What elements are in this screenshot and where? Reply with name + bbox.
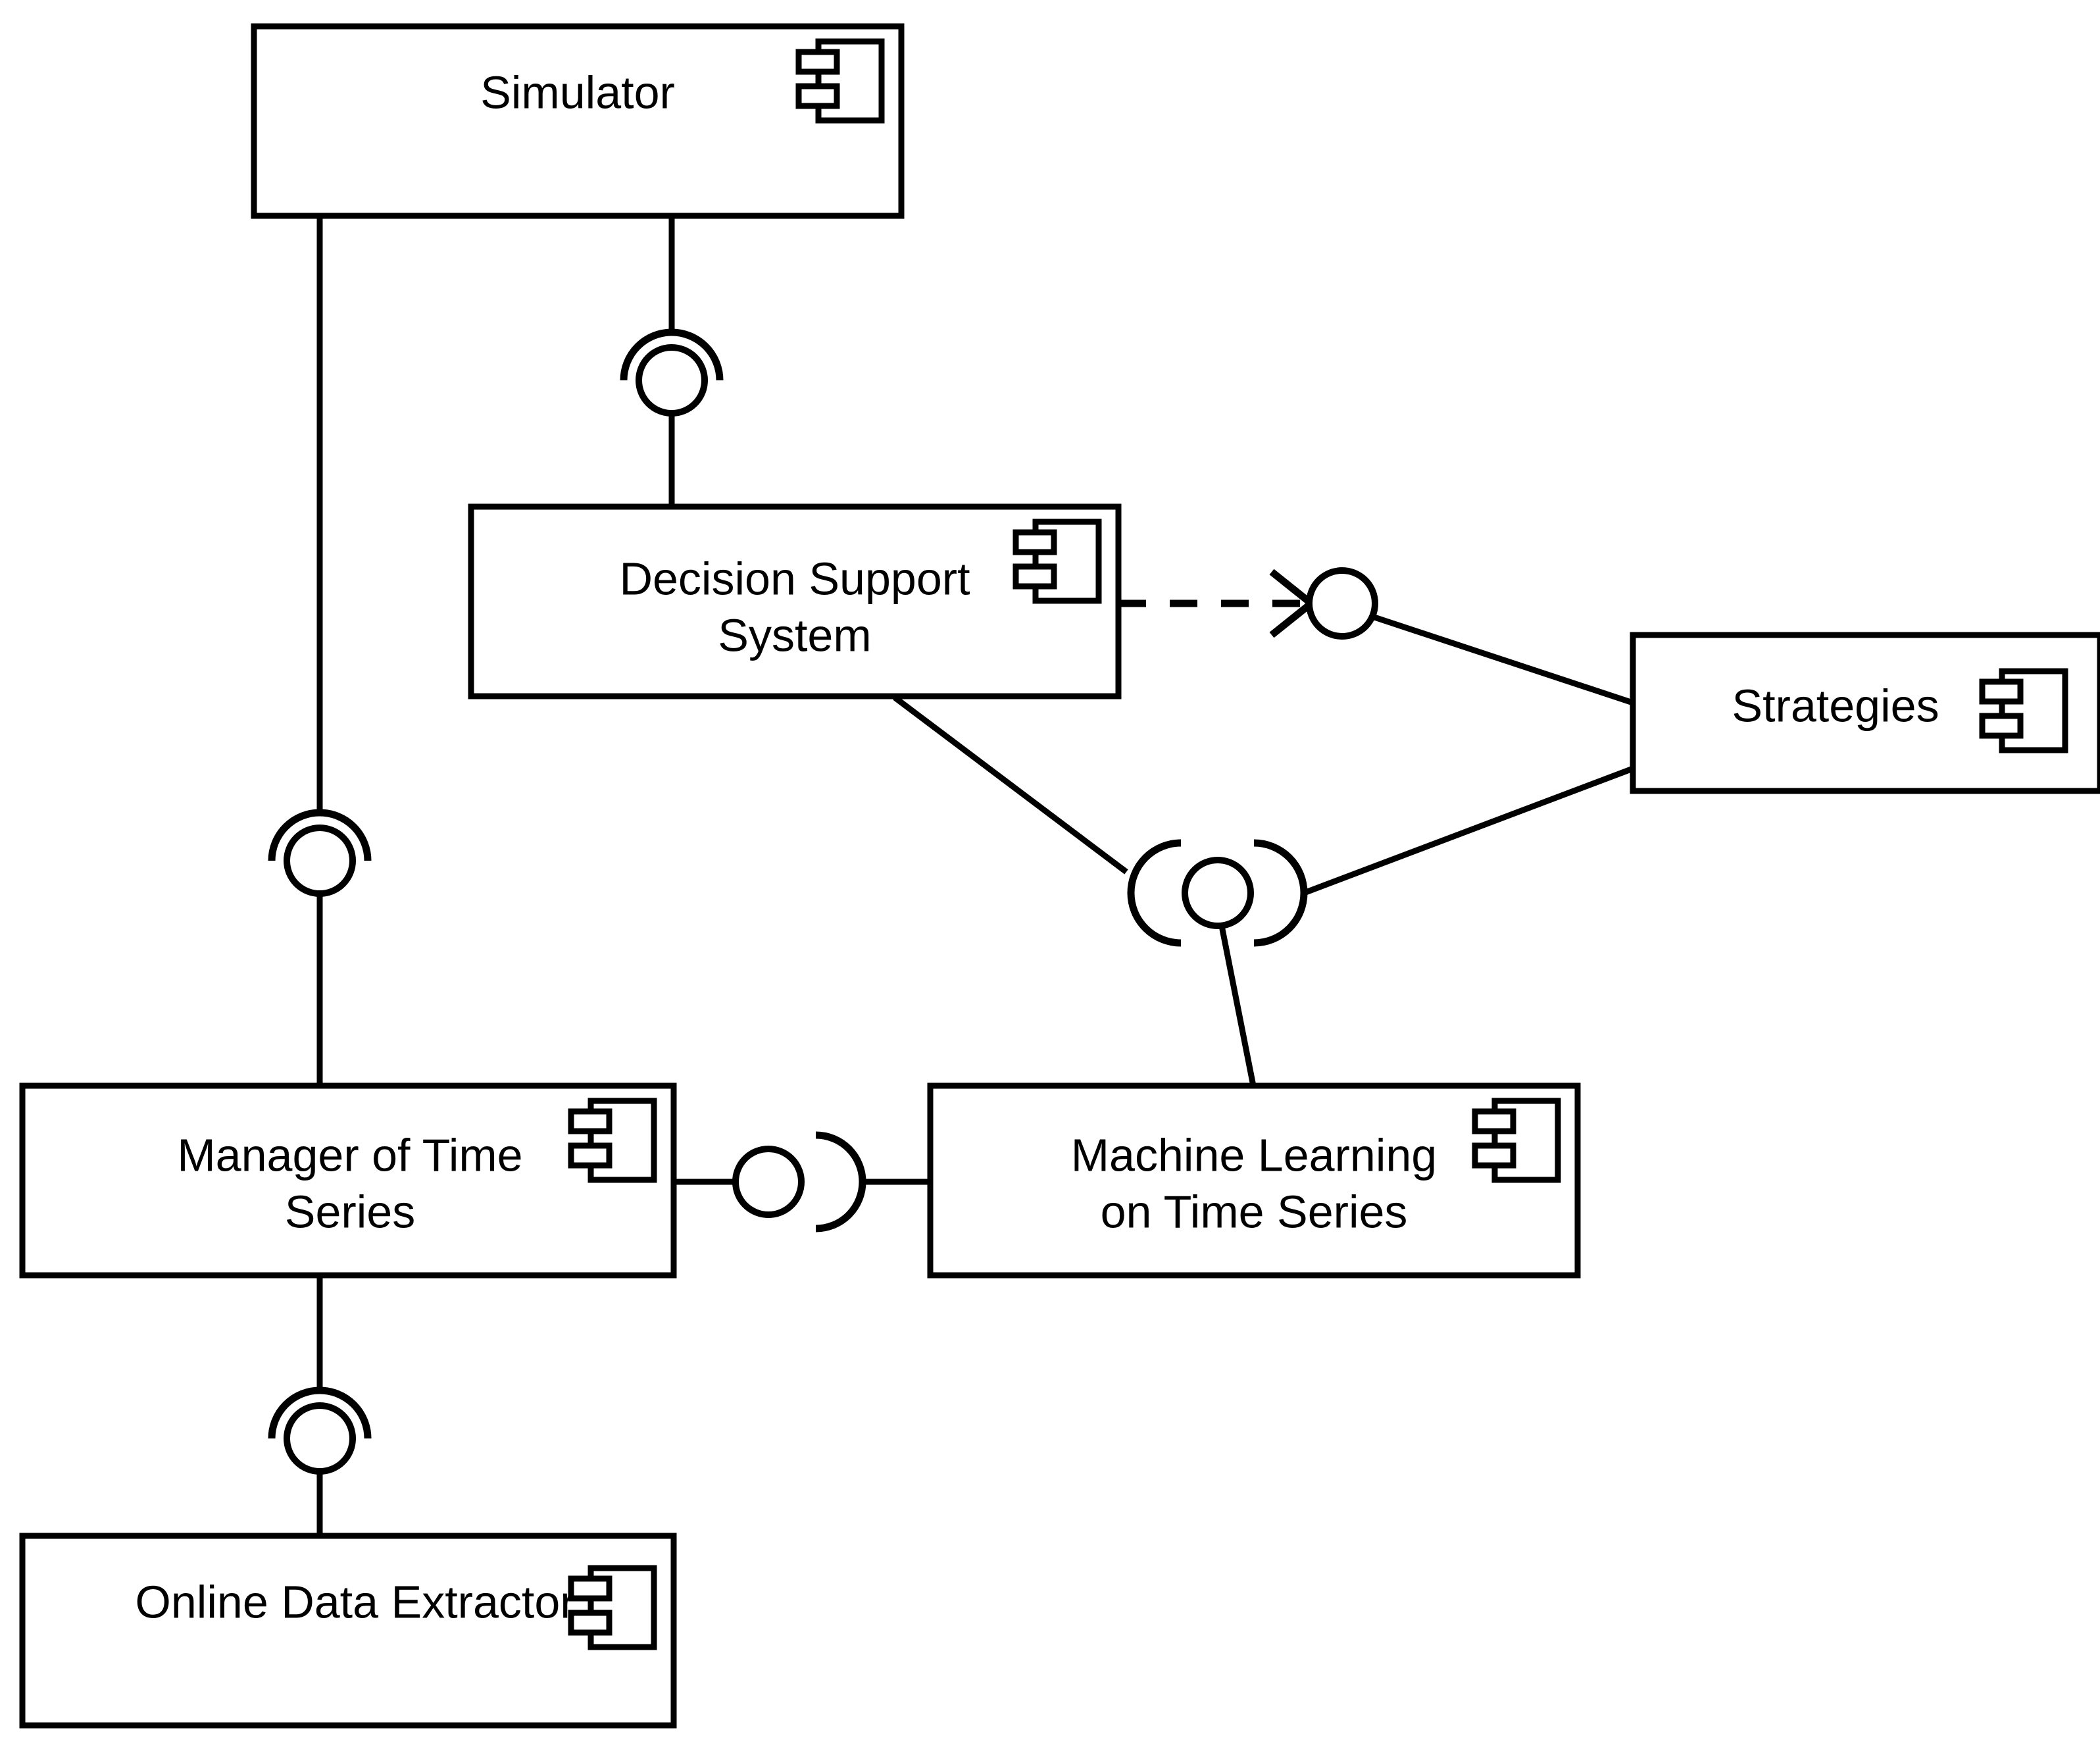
component-icon-tab-bottom	[795, 83, 840, 109]
uml-component-icon	[1472, 1098, 1561, 1183]
required-interface-socket-icon	[620, 328, 724, 381]
component-icon-tab-bottom	[1472, 1142, 1516, 1169]
component-box-outline[interactable]	[927, 1082, 1581, 1279]
required-interface-socket-icon	[268, 809, 372, 861]
provided-interface-ball-icon	[284, 825, 356, 897]
component-icon-tab-top	[568, 1575, 612, 1602]
component-label-line-0: Simulator	[480, 66, 675, 118]
uml-component-icon	[1013, 519, 1102, 604]
connector-line-dss-to-left-socket	[893, 695, 1128, 875]
provided-interface-ball-icon	[1182, 857, 1254, 929]
required-interface-socket-icon	[268, 1386, 372, 1439]
component-label-line-0: Online Data Extractor	[135, 1576, 575, 1627]
connector-simulator-to-decision-support-system	[620, 216, 724, 507]
required-interface-socket-icon	[815, 1131, 866, 1232]
component-box-outline[interactable]	[19, 1082, 677, 1279]
component-machine-learning-on-time-series[interactable]: Machine Learning on Time Series	[927, 1082, 1581, 1279]
component-icon-tab-bottom	[1979, 713, 2024, 739]
component-strategies[interactable]: Strategies	[1630, 632, 2100, 794]
connector-manager-of-time-series-to-online-data-extractor	[268, 1275, 372, 1536]
component-label-line-0: Machine Learning	[1071, 1129, 1437, 1181]
connector-decision-support-system-strategies-to-machine-learning	[893, 695, 1634, 1086]
component-box-outline[interactable]	[468, 503, 1122, 699]
uml-component-icon	[795, 38, 885, 124]
component-label-line-0: Decision Support	[619, 553, 970, 604]
connector-simulator-to-manager-of-time-series	[268, 216, 372, 1086]
component-icon-tab-top	[795, 49, 840, 75]
provided-interface-ball-icon	[636, 344, 708, 417]
provided-interface-ball-icon	[1306, 567, 1378, 640]
component-label-line-1: System	[718, 609, 871, 661]
component-icon-tab-bottom	[1013, 563, 1057, 590]
component-icon-tab-bottom	[568, 1610, 612, 1636]
connector-decision-support-system-to-strategies	[1118, 567, 1634, 706]
uml-component-icon	[568, 1565, 657, 1650]
component-manager-of-time-series[interactable]: Manager of Time Series	[19, 1082, 677, 1279]
uml-component-icon	[568, 1098, 657, 1183]
connector-line-right-socket-to-strategies	[1303, 765, 1634, 896]
provided-interface-ball-icon	[732, 1146, 805, 1218]
component-simulator[interactable]: Simulator	[251, 23, 905, 219]
uml-component-icon	[1979, 668, 2068, 753]
required-interface-socket-left-icon	[1127, 839, 1182, 947]
component-icon-tab-top	[1979, 678, 2024, 705]
component-decision-support-system[interactable]: Decision Support System	[468, 503, 1122, 699]
component-icon-tab-bottom	[568, 1142, 612, 1169]
component-label-line-1: on Time Series	[1101, 1186, 1408, 1237]
component-box-outline[interactable]	[19, 1533, 677, 1729]
component-box-outline[interactable]	[251, 23, 905, 219]
component-icon-tab-top	[568, 1108, 612, 1134]
component-label-line-0: Manager of Time	[177, 1129, 522, 1181]
connector-line-ball-to-machine-learning	[1218, 925, 1257, 1086]
component-icon-tab-top	[1013, 529, 1057, 555]
component-icon-tab-top	[1472, 1108, 1516, 1134]
connector-line-ball-to-strategies	[1371, 613, 1634, 706]
provided-interface-ball-icon	[284, 1402, 356, 1475]
component-label-line-0: Strategies	[1732, 680, 1939, 731]
required-interface-socket-right-icon	[1253, 839, 1308, 947]
component-online-data-extractor[interactable]: Online Data Extractor	[19, 1533, 677, 1729]
component-label-line-1: Series	[285, 1186, 415, 1237]
connector-manager-of-time-series-to-machine-learning	[674, 1131, 930, 1232]
